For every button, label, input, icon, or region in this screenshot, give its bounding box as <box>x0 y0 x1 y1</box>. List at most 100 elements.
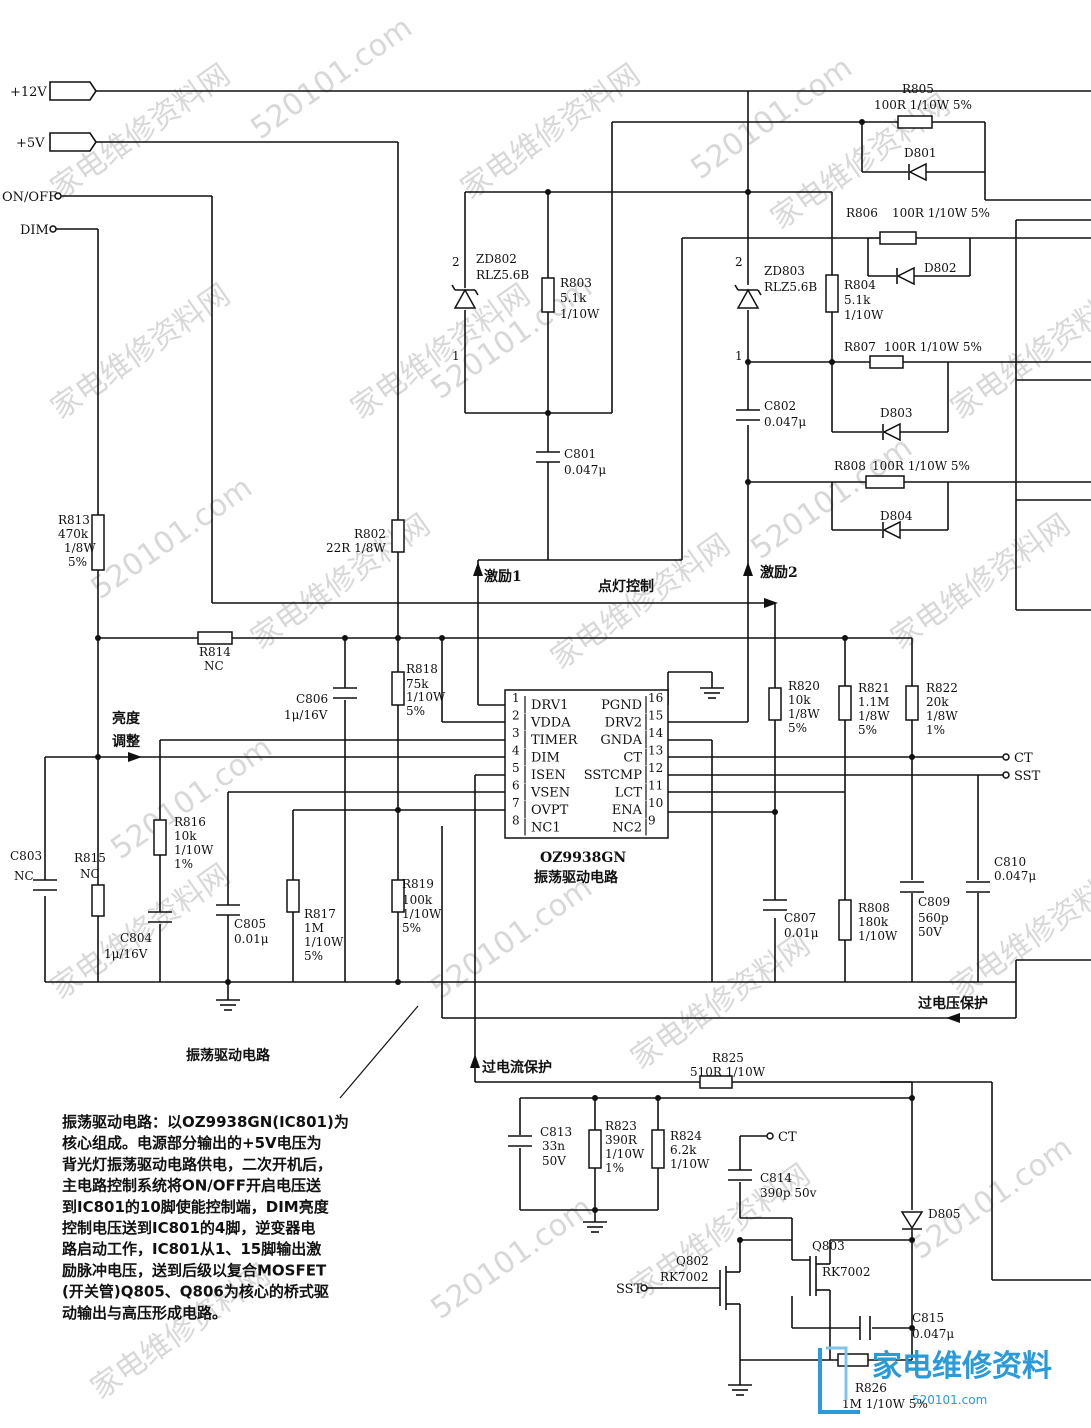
r821-v1: 1.1M <box>858 695 889 709</box>
ground-symbol <box>700 687 724 699</box>
ic-pin-name: VDDA <box>530 716 571 731</box>
watermark-url: 520101.com <box>85 470 259 607</box>
r803-ref: R803 <box>560 276 592 290</box>
resistor-r818 <box>391 671 405 706</box>
logo-url: 520101.com <box>912 1393 987 1407</box>
r816-ref: R816 <box>174 815 206 829</box>
r804-v1: 5.1k <box>844 293 871 307</box>
ic-pin-name: DRV2 <box>605 716 642 731</box>
r824-v2: 1/10W <box>670 1157 710 1171</box>
r808-v2: 1/10W <box>858 929 898 943</box>
logo: 家电维修资料 520101.com <box>818 1346 1052 1414</box>
arrow-marker <box>128 752 142 762</box>
zd802-value: RLZ5.6B <box>476 268 529 282</box>
description-line: 控制电压送到IC801的4脚，逆变器电 <box>62 1219 315 1237</box>
r819-ref: R819 <box>402 877 434 891</box>
r825-ref: R825 <box>712 1051 744 1065</box>
ic-pin-name: NC2 <box>612 821 642 836</box>
junctions <box>95 119 915 1331</box>
capacitor-c804 <box>148 911 172 923</box>
diode-d802 <box>896 266 915 286</box>
ic-pin-number: 1 <box>512 691 520 705</box>
r819-v2: 1/10W <box>402 907 442 921</box>
ground-symbol <box>728 1384 752 1396</box>
watermark-url: 520101.com <box>425 870 599 1007</box>
ic-pin-name: CT <box>623 751 642 766</box>
resistor-r820 <box>768 687 782 721</box>
r807-ref: R807 <box>844 340 876 354</box>
r818-v2: 1/10W <box>406 690 446 704</box>
resistor-r813 <box>91 514 105 571</box>
capacitor-c807 <box>763 899 787 911</box>
watermark-text: 家电维修资料网 <box>455 57 647 206</box>
diode-d804 <box>882 520 901 540</box>
ic-pin-name: DRV1 <box>531 698 568 713</box>
r819-v1: 100k <box>402 893 433 907</box>
signal-light-control: 点灯控制 <box>598 578 654 595</box>
r822-v3: 1% <box>926 723 945 737</box>
zd802-pin1: 1 <box>452 349 460 363</box>
capacitor-c806 <box>333 687 357 699</box>
c814-value: 390p 50v <box>760 1186 817 1200</box>
c803-ref: C803 <box>10 849 42 863</box>
resistor-r815 <box>91 884 105 917</box>
r822-v2: 1/8W <box>926 709 958 723</box>
resistor-r803 <box>541 277 555 313</box>
r821-ref: R821 <box>858 681 890 695</box>
connector-5v <box>49 132 97 152</box>
ic-pin-name: ISEN <box>531 768 566 783</box>
ic-pin-number: 5 <box>512 761 520 775</box>
ic-pin-number: 14 <box>648 726 664 740</box>
r814-value: NC <box>204 659 224 673</box>
r817-v1: 1M <box>304 921 324 935</box>
ic-pin-name: SSTCMP <box>584 768 643 783</box>
r823-v1: 390R <box>605 1133 638 1147</box>
ic-pin-number: 11 <box>648 779 663 793</box>
c813-v1: 33n <box>542 1139 565 1153</box>
watermark-text: 家电维修资料网 <box>245 507 437 656</box>
description-paragraph: 振荡驱动电路：以OZ9938GN(IC801)为核心组成。电源部分输出的+5V电… <box>62 1113 349 1322</box>
ic-pin-number: 2 <box>512 709 520 723</box>
ic-name: OZ9938GN <box>540 850 626 866</box>
ic-pin-number: 8 <box>512 814 520 828</box>
port-ct-label: CT <box>1014 751 1033 766</box>
signal-brightness-1: 亮度 <box>112 710 141 727</box>
resistor-r808b <box>865 475 905 489</box>
resistor-r825 <box>699 1075 733 1089</box>
r823-v2: 1/10W <box>605 1147 645 1161</box>
ic-pin-name: DIM <box>531 751 560 766</box>
resistor-r824 <box>651 1129 665 1169</box>
c806-value: 1μ/16V <box>284 708 328 722</box>
resistor-r826 <box>837 1353 869 1367</box>
c801-value: 0.047μ <box>564 463 606 477</box>
r813-v1: 470k <box>58 527 89 541</box>
ic-pin-number: 16 <box>648 691 663 705</box>
d805-ref: D805 <box>928 1207 961 1221</box>
c806-ref: C806 <box>296 692 328 706</box>
capacitor-c801 <box>536 451 560 476</box>
labels: +12V +5V ON/OFF DIM CT SST CT SST R805 1… <box>2 82 1041 1411</box>
r808b-value: 100R 1/10W 5% <box>872 459 970 473</box>
description-line: 背光灯振荡驱动电路供电，二次开机后， <box>62 1155 332 1173</box>
ic-pin-name: GNDA <box>600 733 642 748</box>
r802-value: 22R 1/8W <box>326 541 386 555</box>
r820-v3: 5% <box>788 721 807 735</box>
connector-12v <box>49 81 97 101</box>
c801-ref: C801 <box>564 447 596 461</box>
r822-ref: R822 <box>926 681 958 695</box>
signal-ocp: 过电流保护 <box>482 1059 552 1076</box>
arrow-marker <box>470 1054 480 1068</box>
d801-ref: D801 <box>904 146 937 160</box>
capacitor-c814 <box>728 1169 752 1181</box>
r814-ref: R814 <box>199 645 231 659</box>
port-dim-label: DIM <box>20 223 49 238</box>
